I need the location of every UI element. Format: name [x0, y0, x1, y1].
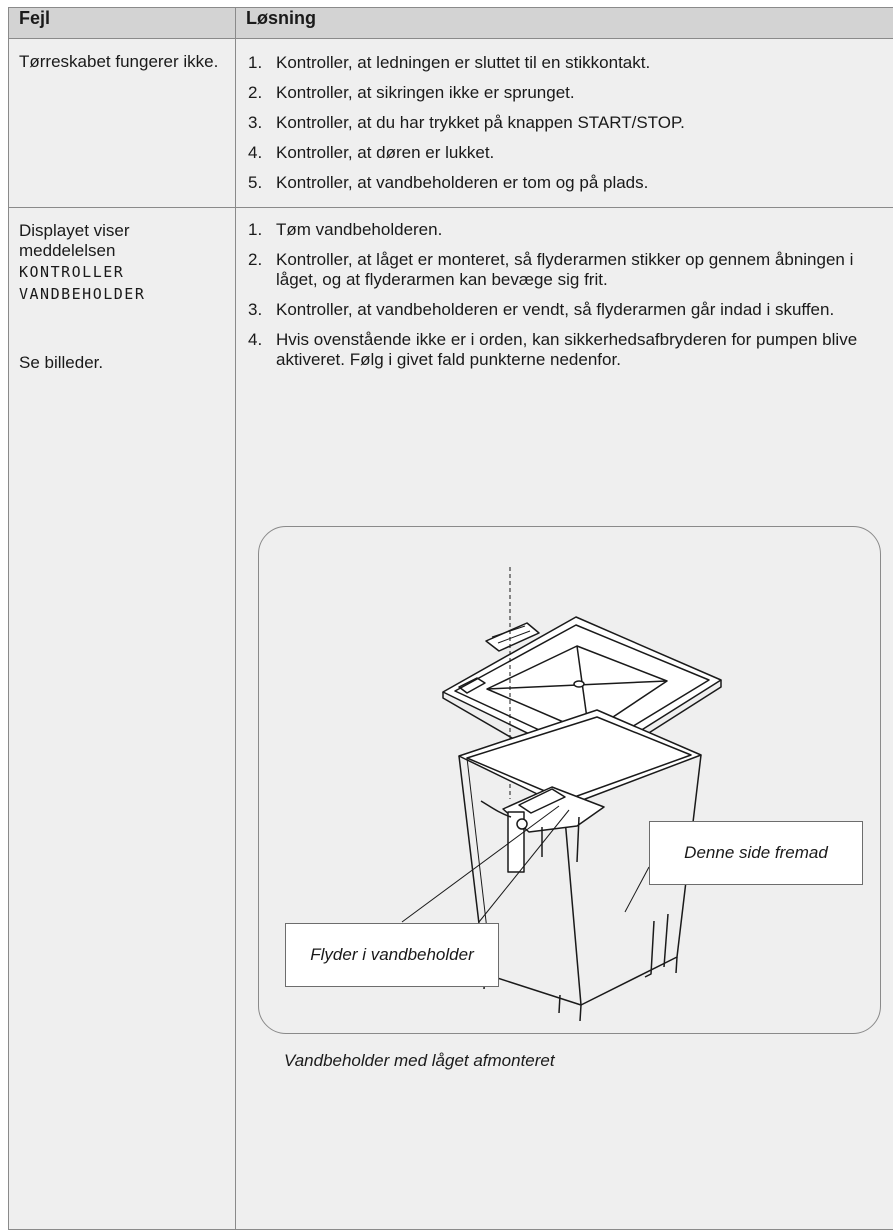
- display-message-line: VANDBEHOLDER: [19, 283, 225, 305]
- step-number: 3.: [248, 300, 262, 320]
- fault-cell: Displayet viser meddelelsen KONTROLLER V…: [9, 208, 236, 1230]
- step-text: Hvis ovenstående ikke er i orden, kan si…: [276, 330, 857, 369]
- fault-line: meddelelsen: [19, 241, 225, 261]
- list-item: 4. Kontroller, at døren er lukket.: [246, 143, 883, 163]
- step-number: 1.: [248, 53, 262, 73]
- list-item: 5. Kontroller, at vandbeholderen er tom o…: [246, 173, 883, 193]
- front-leader-line: [625, 867, 649, 912]
- fault-cell: Tørreskabet fungerer ikke.: [9, 39, 236, 208]
- float-drawing: [481, 787, 604, 872]
- step-number: 3.: [248, 113, 262, 133]
- display-message-line: KONTROLLER: [19, 261, 225, 283]
- solution-steps: 1. Kontroller, at ledningen er sluttet ti…: [246, 39, 883, 207]
- step-number: 5.: [248, 173, 262, 193]
- list-item: 2. Kontroller, at sikringen ikke er sprun…: [246, 83, 883, 103]
- step-text: Kontroller, at låget er monteret, så fly…: [276, 250, 853, 289]
- step-text: Kontroller, at vandbeholderen er vendt, …: [276, 300, 834, 319]
- solution-steps: 1. Tøm vandbeholderen. 2. Kontroller, at l…: [246, 208, 883, 370]
- step-number: 2.: [248, 83, 262, 103]
- see-images-text: Se billeder.: [19, 353, 225, 373]
- float-leader-line: [402, 806, 559, 922]
- float-label: Flyder i vandbeholder: [285, 923, 499, 987]
- table-row: Tørreskabet fungerer ikke. 1. Kontroller,…: [9, 39, 893, 208]
- table-header-row: Fejl Løsning: [9, 8, 893, 39]
- list-item: 4. Hvis ovenstående ikke er i orden, kan …: [246, 330, 883, 370]
- front-side-label: Denne side fremad: [649, 821, 863, 885]
- step-text: Kontroller, at vandbeholderen er tom og …: [276, 173, 648, 192]
- step-number: 2.: [248, 250, 262, 270]
- header-solution: Løsning: [236, 8, 893, 39]
- step-number: 4.: [248, 143, 262, 163]
- step-text: Kontroller, at sikringen ikke er sprunge…: [276, 83, 575, 102]
- step-text: Kontroller, at ledningen er sluttet til …: [276, 53, 650, 72]
- step-text: Kontroller, at du har trykket på knappen…: [276, 113, 685, 132]
- list-item: 2. Kontroller, at låget er monteret, så f…: [246, 250, 883, 290]
- figure-caption: Vandbeholder med låget afmonteret: [284, 1051, 555, 1071]
- list-item: 3. Kontroller, at du har trykket på knapp…: [246, 113, 883, 133]
- fault-line: Displayet viser: [19, 221, 225, 241]
- solution-cell: 1. Kontroller, at ledningen er sluttet ti…: [236, 39, 893, 208]
- header-fault: Fejl: [9, 8, 236, 39]
- list-item: 3. Kontroller, at vandbeholderen er vendt…: [246, 300, 883, 320]
- step-number: 1.: [248, 220, 262, 240]
- spacer: [19, 305, 225, 353]
- list-item: 1. Kontroller, at ledningen er sluttet ti…: [246, 53, 883, 73]
- list-item: 1. Tøm vandbeholderen.: [246, 220, 883, 240]
- water-container-illustration: Denne side fremad Flyder i vandbeholder: [258, 526, 881, 1034]
- step-text: Tøm vandbeholderen.: [276, 220, 442, 239]
- step-text: Kontroller, at døren er lukket.: [276, 143, 494, 162]
- fault-text: Tørreskabet fungerer ikke.: [19, 52, 218, 71]
- step-number: 4.: [248, 330, 262, 350]
